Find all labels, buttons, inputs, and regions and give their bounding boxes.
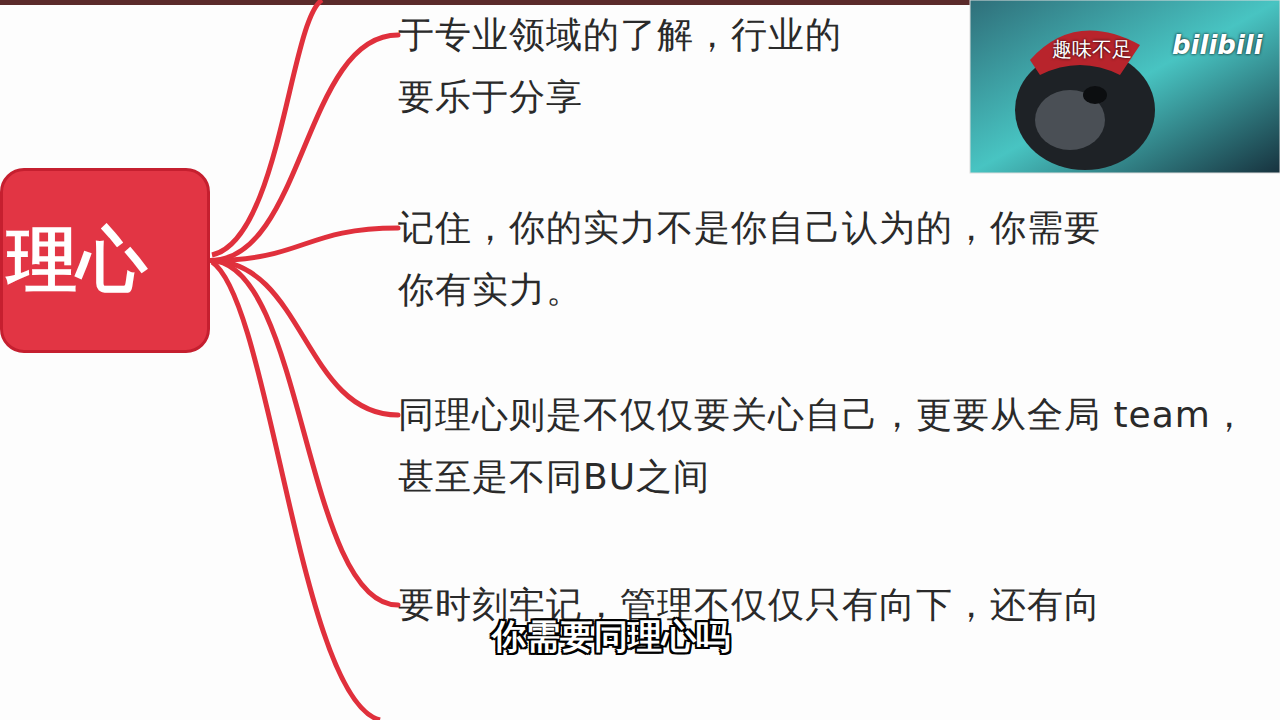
branch-text: 于专业领域的了解，行业的 要乐于分享 <box>398 4 958 128</box>
watermark-text: 趣味不足 <box>1052 36 1132 63</box>
thumbnail-frame <box>970 0 1280 173</box>
branch-line <box>210 261 398 416</box>
subtitle: 你需要同理心吗 <box>492 614 730 660</box>
branch-topic: 记住，你的实力不是你自己认为的，你需要 你有实力。 <box>398 197 1268 321</box>
branch-line <box>210 261 398 606</box>
topic-title: 理心 <box>3 222 157 299</box>
video-thumbnail <box>970 0 1280 173</box>
thumbnail-ground <box>970 0 1280 173</box>
branch-text: 同理心则是不仅仅要关心自己，更要从全局 team，甚至是不同BU之间 <box>398 384 1268 508</box>
branch-line <box>210 35 398 261</box>
top-bar <box>0 0 975 5</box>
topic-box: 理心 <box>0 168 210 353</box>
santa-hat <box>1030 31 1140 75</box>
branch-topic: 于专业领域的了解，行业的 要乐于分享 <box>398 4 958 128</box>
branch-text: 记住，你的实力不是你自己认为的，你需要 你有实力。 <box>398 197 1268 321</box>
panda-eye <box>1083 86 1107 104</box>
branch-line <box>212 262 380 720</box>
branch-topic: 同理心则是不仅仅要关心自己，更要从全局 team，甚至是不同BU之间 <box>398 384 1268 508</box>
watermark-logo: bilibili <box>1172 30 1263 60</box>
branch-line <box>210 228 398 261</box>
branch-line <box>212 0 322 255</box>
